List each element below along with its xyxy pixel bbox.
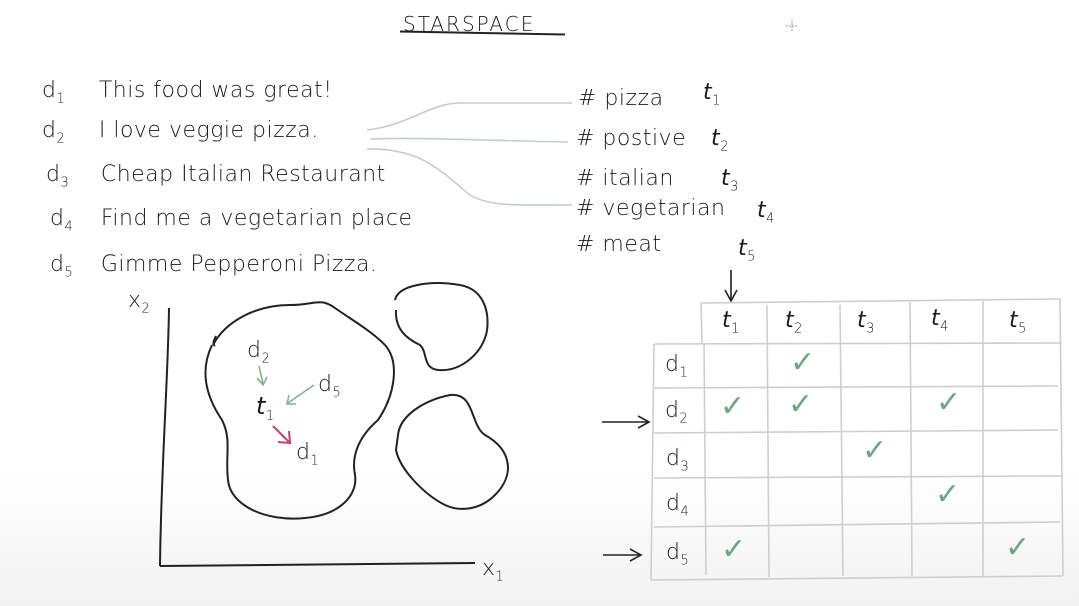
crosshair-cursor-icon <box>786 20 798 32</box>
document-item: d4 Find me a vegetarian place <box>50 206 413 234</box>
tag-var: t3 <box>721 166 739 195</box>
doc-id: d4 <box>50 206 74 235</box>
doc-id: d5 <box>50 252 74 281</box>
connector-d2-t2 <box>370 137 569 143</box>
cluster-top-right <box>394 282 489 372</box>
matrix-col-t4: t4 <box>931 306 949 335</box>
check-icon: ✓ <box>721 532 747 567</box>
tag-var: t1 <box>703 80 721 109</box>
matrix-row-d2: d2 <box>665 398 689 427</box>
document-item: d1 This food was great! <box>42 78 333 106</box>
check-icon: ✓ <box>720 389 746 424</box>
matrix-col-t5: t5 <box>1009 308 1027 337</box>
arrow-d5-t1 <box>286 384 315 405</box>
check-icon: ✓ <box>1005 530 1031 565</box>
matrix-row-d4: d4 <box>666 491 690 520</box>
connector-d2-t4 <box>366 148 573 206</box>
doc-text: Gimme Pepperoni Pizza. <box>100 252 378 277</box>
matrix-row-d5: d5 <box>666 540 690 569</box>
plot-axes <box>159 307 476 567</box>
point-d5: d5 <box>318 372 342 401</box>
matrix-col-t3: t3 <box>857 308 875 337</box>
matrix-row-d3: d3 <box>666 446 690 475</box>
doc-id: d3 <box>46 162 70 191</box>
tag-label: # pizza <box>578 86 664 111</box>
doc-text: I love veggie pizza. <box>98 118 319 143</box>
doc-id: d1 <box>42 78 66 107</box>
tag-var: t2 <box>711 126 729 155</box>
x-axis-label: x1 <box>482 556 505 585</box>
check-icon: ✓ <box>862 433 888 468</box>
check-icon: ✓ <box>788 387 814 422</box>
y-axis-label: x2 <box>128 288 151 317</box>
row-highlight-arrow-d2 <box>602 415 651 429</box>
document-item: d3 Cheap Italian Restaurant <box>46 162 386 190</box>
point-t1: t1 <box>256 392 275 424</box>
doc-text: Find me a vegetarian place <box>100 206 413 231</box>
doc-tag-connectors <box>366 102 573 206</box>
cluster-bottom-right <box>394 393 509 510</box>
matrix-col-t1: t1 <box>722 308 740 337</box>
point-d2: d2 <box>247 338 271 367</box>
document-item: d5 Gimme Pepperoni Pizza. <box>50 252 377 280</box>
arrow-d2-t1 <box>256 365 268 387</box>
tag-label: # italian <box>576 166 674 191</box>
matrix-row-d1: d1 <box>665 352 689 381</box>
connector-d2-t1 <box>366 102 572 131</box>
check-icon: ✓ <box>936 385 962 420</box>
doc-text: Cheap Italian Restaurant <box>100 162 386 187</box>
matrix-grid <box>650 298 1064 581</box>
arrow-t1-d1 <box>272 425 292 445</box>
tag-label: # meat <box>576 232 662 257</box>
doc-text: This food was great! <box>98 78 333 103</box>
doc-id: d2 <box>42 118 66 147</box>
tag-var: t4 <box>757 198 775 227</box>
tag-label: # postive <box>576 126 687 151</box>
row-highlight-arrow-d5 <box>603 548 643 562</box>
check-icon: ✓ <box>790 345 816 380</box>
matrix-col-t2: t2 <box>785 308 803 337</box>
tag-label: # vegetarian <box>576 196 726 221</box>
check-icon: ✓ <box>935 477 961 512</box>
point-d1: d1 <box>296 440 320 469</box>
column-highlight-arrow <box>724 270 738 303</box>
document-item: d2 I love veggie pizza. <box>42 118 319 146</box>
cluster-main <box>204 301 395 520</box>
tag-var: t5 <box>738 236 756 265</box>
embedding-clusters <box>204 282 509 520</box>
